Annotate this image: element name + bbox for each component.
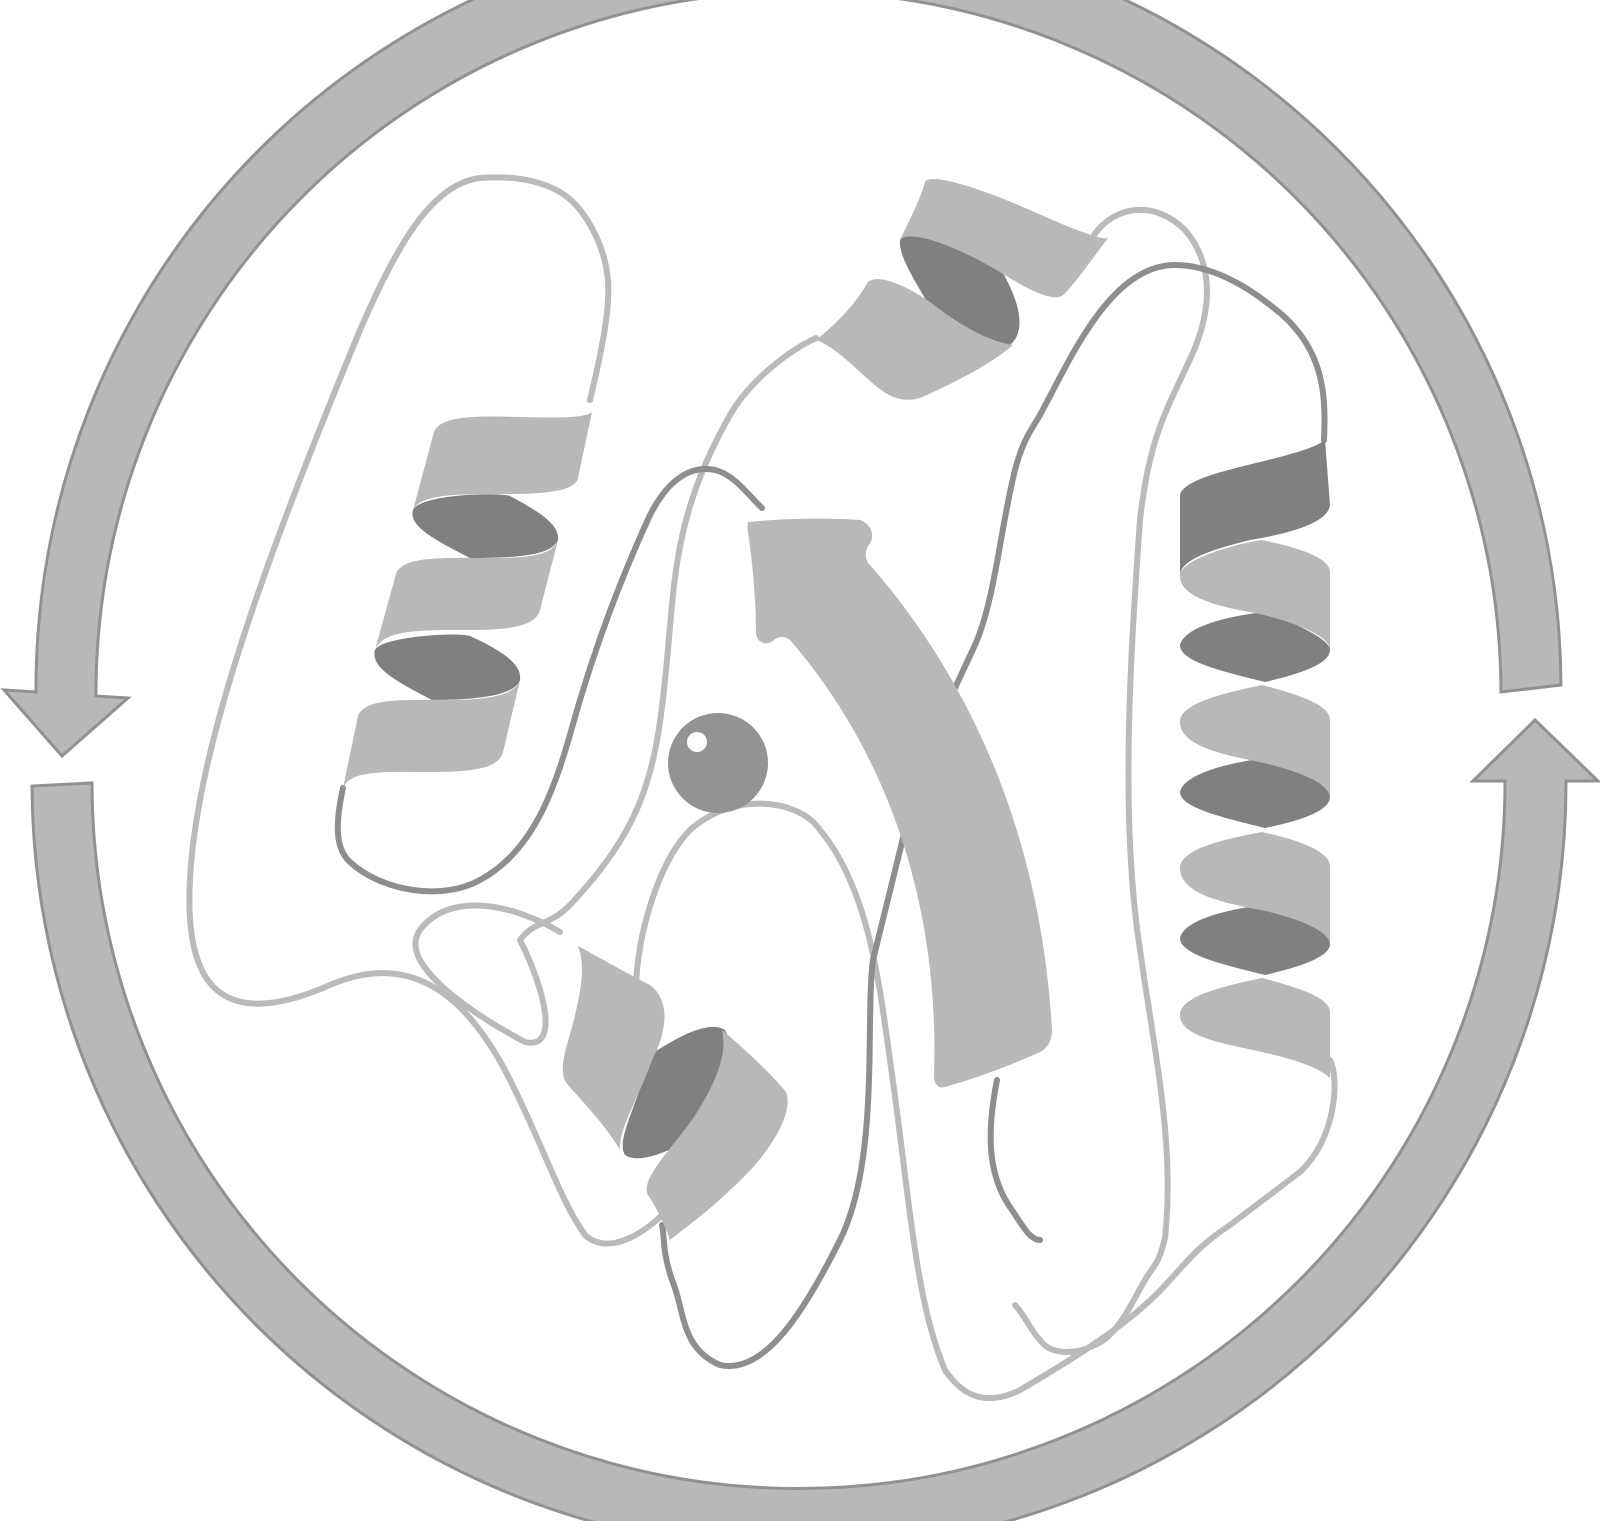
loop-left-inner bbox=[334, 466, 765, 895]
metal-ion-sphere bbox=[668, 713, 768, 813]
helix-right-front-3 bbox=[1180, 832, 1330, 944]
helix-top-front-2 bbox=[816, 279, 1013, 400]
helix-left bbox=[343, 412, 592, 788]
helix-right bbox=[1180, 440, 1330, 1078]
metal-ion bbox=[668, 713, 768, 813]
cycle-arrow-bottom bbox=[30, 717, 1600, 1521]
loop-upper-right-dark bbox=[951, 262, 1328, 693]
helix-right-front-2 bbox=[1180, 685, 1330, 797]
cycle-arrow-top bbox=[0, 0, 1563, 759]
helix-right-front-4 bbox=[1180, 978, 1330, 1078]
loop-hairpin-dark bbox=[987, 1077, 1043, 1243]
helix-top bbox=[816, 178, 1108, 400]
helix-right-front-1 bbox=[1180, 540, 1330, 650]
helix-right-back-3 bbox=[1180, 758, 1330, 828]
coil-loops-dark bbox=[334, 262, 1328, 1370]
coil-loops-light bbox=[186, 174, 1338, 1402]
helix-left-front-3 bbox=[343, 680, 520, 788]
loop-left-outer bbox=[186, 174, 675, 1247]
helix-left-front-1 bbox=[413, 412, 592, 510]
helix-bottom bbox=[562, 946, 788, 1240]
helix-right-back-4 bbox=[1180, 905, 1330, 975]
helix-left-back-1 bbox=[412, 494, 559, 558]
helix-bottom-front-2 bbox=[646, 1030, 788, 1240]
beta-strand bbox=[747, 518, 1052, 1088]
helix-right-back-2 bbox=[1180, 612, 1330, 682]
metal-ion-highlight bbox=[687, 732, 707, 752]
helix-right-back-1 bbox=[1180, 440, 1330, 576]
loop-bottom-dark bbox=[659, 827, 908, 1370]
loop-mid-left bbox=[412, 335, 819, 1046]
helix-left-back-2 bbox=[374, 634, 521, 700]
helix-top-front-1 bbox=[900, 178, 1108, 298]
helix-left-front-2 bbox=[375, 540, 558, 650]
loop-right-light bbox=[1012, 206, 1210, 1355]
helix-bottom-front-1 bbox=[562, 946, 665, 1150]
